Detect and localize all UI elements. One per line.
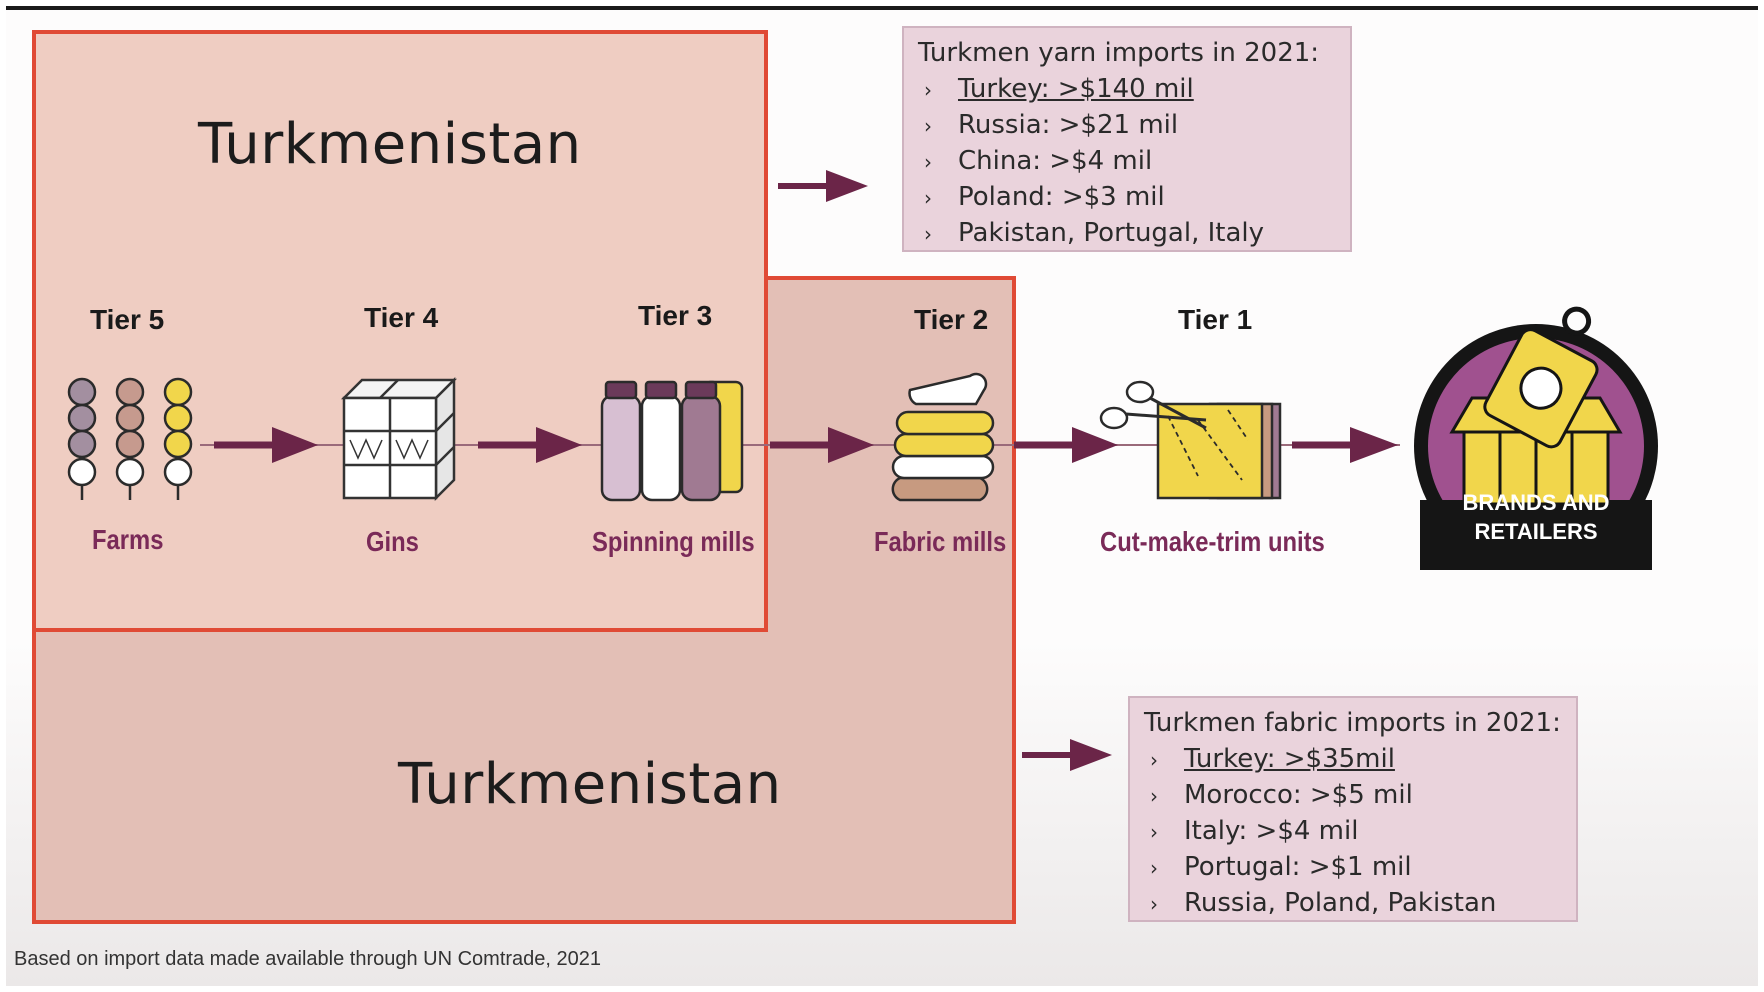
yarn-imports-box: Turkmen yarn imports in 2021: ›Turkey: >…: [902, 26, 1352, 252]
tier-3-label: Tier 3: [638, 300, 713, 331]
tier-2-label: Tier 2: [914, 304, 989, 335]
region-label-upper: Turkmenistan: [198, 112, 582, 177]
scissors-fabric-icon: [1099, 380, 1282, 500]
brand-label-line-1: BRANDS AND: [1462, 490, 1610, 515]
fabric-imports-list: ›Turkey: >$35mil ›Morocco: >$5 mil ›Ital…: [1144, 742, 1562, 922]
list-item: ›Pakistan, Portugal, Italy: [918, 216, 1336, 252]
list-item: ›Morocco: >$5 mil: [1144, 778, 1562, 814]
cotton-plants-icon: [67, 377, 193, 500]
stage-cmt-label: Cut-make-trim units: [1100, 526, 1325, 557]
tier-5-label: Tier 5: [90, 304, 165, 335]
chevron-right-icon: ›: [1150, 784, 1158, 808]
list-item: ›Russia: >$21 mil: [918, 108, 1336, 144]
shopping-tag-icon: [1449, 306, 1623, 506]
chevron-right-icon: ›: [1150, 856, 1158, 880]
chevron-right-icon: ›: [924, 222, 932, 246]
list-item: ›China: >$4 mil: [918, 144, 1336, 180]
list-item: ›Portugal: >$1 mil: [1144, 850, 1562, 886]
chevron-right-icon: ›: [924, 150, 932, 174]
stage-gins-label: Gins: [366, 526, 419, 557]
stage-fabric-label: Fabric mills: [874, 526, 1007, 557]
arrow-right-icon: [478, 427, 582, 463]
yarn-imports-title: Turkmen yarn imports in 2021:: [918, 38, 1320, 68]
list-item: ›Turkey: >$35mil: [1144, 742, 1562, 778]
fabric-imports-title: Turkmen fabric imports in 2021:: [1144, 708, 1561, 738]
list-item: ›Italy: >$4 mil: [1144, 814, 1562, 850]
chevron-right-icon: ›: [924, 78, 932, 102]
chevron-right-icon: ›: [924, 186, 932, 210]
arrow-right-icon: [778, 170, 868, 202]
brand-label-line-2: RETAILERS: [1474, 519, 1598, 544]
source-footnote: Based on import data made available thro…: [14, 948, 602, 970]
stage-spinning-label: Spinning mills: [592, 526, 755, 557]
region-label-lower: Turkmenistan: [398, 752, 782, 817]
chevron-right-icon: ›: [1150, 748, 1158, 772]
tier-4-label: Tier 4: [364, 302, 439, 333]
brands-retailers-label: BRANDS AND RETAILERS: [1420, 488, 1652, 546]
brands-retailers-badge: [1414, 306, 1658, 570]
cotton-bales-icon: [340, 376, 458, 502]
stage-farms-label: Farms: [92, 524, 164, 555]
list-item: ›Poland: >$3 mil: [918, 180, 1336, 216]
arrow-right-icon: [214, 427, 318, 463]
chevron-right-icon: ›: [1150, 892, 1158, 916]
yarn-spools-icon: [600, 380, 744, 502]
arrow-right-icon: [1014, 427, 1118, 463]
arrow-right-icon: [770, 427, 874, 463]
tier-1-label: Tier 1: [1178, 304, 1253, 335]
chevron-right-icon: ›: [1150, 820, 1158, 844]
fabric-imports-box: Turkmen fabric imports in 2021: ›Turkey:…: [1128, 696, 1578, 922]
yarn-imports-list: ›Turkey: >$140 mil ›Russia: >$21 mil ›Ch…: [918, 72, 1336, 252]
fabric-stack-icon: [891, 372, 995, 502]
list-item: ›Russia, Poland, Pakistan: [1144, 886, 1562, 922]
turkmenistan-yarn-region: [32, 30, 768, 632]
list-item: ›Turkey: >$140 mil: [918, 72, 1336, 108]
arrow-right-icon: [1292, 427, 1398, 463]
arrow-right-icon: [1022, 739, 1112, 771]
chevron-right-icon: ›: [924, 114, 932, 138]
